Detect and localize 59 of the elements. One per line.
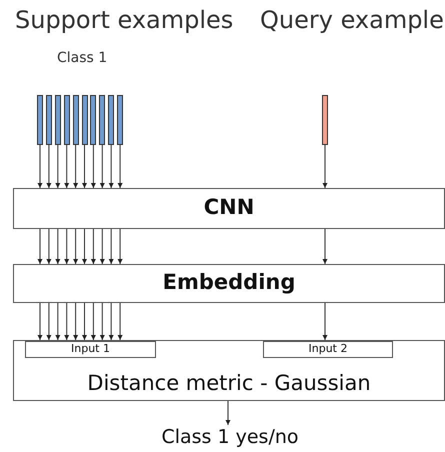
arrow bbox=[108, 302, 114, 340]
arrow bbox=[108, 228, 114, 264]
arrow bbox=[82, 302, 87, 340]
arrow bbox=[90, 228, 96, 264]
arrow bbox=[82, 228, 87, 264]
input-box bbox=[25, 341, 156, 358]
arrow bbox=[38, 144, 42, 188]
arrow bbox=[100, 228, 105, 264]
arrow bbox=[322, 144, 328, 188]
vector-bar bbox=[117, 95, 124, 145]
input-box bbox=[263, 341, 393, 358]
process-label: Distance metric - Gaussian bbox=[86, 371, 372, 395]
arrow bbox=[108, 144, 114, 188]
arrow bbox=[73, 228, 78, 264]
arrow bbox=[90, 144, 96, 188]
vector-bar bbox=[322, 95, 328, 145]
input-label: Input 2 bbox=[308, 342, 348, 355]
arrow bbox=[64, 144, 70, 188]
arrow bbox=[46, 144, 52, 188]
vector-bar bbox=[46, 95, 52, 145]
arrow bbox=[100, 144, 105, 188]
process-label: CNN bbox=[202, 194, 256, 219]
vector-bar bbox=[72, 95, 79, 145]
vector-bar bbox=[90, 95, 96, 145]
arrow bbox=[82, 144, 87, 188]
process-box bbox=[13, 340, 445, 401]
arrow bbox=[38, 302, 42, 340]
arrow bbox=[46, 302, 52, 340]
arrow bbox=[64, 302, 70, 340]
arrow bbox=[90, 302, 96, 340]
arrow bbox=[64, 228, 70, 264]
process-box bbox=[13, 188, 445, 229]
process-label: Embedding bbox=[162, 270, 296, 294]
arrow bbox=[55, 302, 60, 340]
column-heading: Support examples bbox=[15, 6, 234, 34]
arrow bbox=[322, 228, 328, 264]
arrow bbox=[226, 400, 230, 426]
arrow bbox=[118, 302, 123, 340]
arrow bbox=[73, 302, 78, 340]
vector-bar bbox=[99, 95, 106, 145]
arrow bbox=[322, 302, 328, 340]
arrow bbox=[118, 228, 123, 264]
arrow bbox=[100, 302, 105, 340]
arrow bbox=[38, 228, 42, 264]
arrow bbox=[55, 144, 60, 188]
column-heading: Query example bbox=[260, 6, 444, 34]
arrow bbox=[118, 144, 123, 188]
output-text: Class 1 yes/no bbox=[150, 426, 310, 452]
arrow bbox=[73, 144, 78, 188]
arrow bbox=[55, 228, 60, 264]
vector-bar bbox=[54, 95, 61, 145]
vector-bar bbox=[108, 95, 114, 145]
process-box bbox=[13, 264, 445, 303]
vector-bar bbox=[82, 95, 88, 145]
group-label: Class 1 bbox=[57, 50, 108, 66]
input-label: Input 1 bbox=[70, 342, 111, 355]
vector-bar bbox=[37, 95, 43, 145]
arrow bbox=[46, 228, 52, 264]
vector-bar bbox=[64, 95, 70, 145]
